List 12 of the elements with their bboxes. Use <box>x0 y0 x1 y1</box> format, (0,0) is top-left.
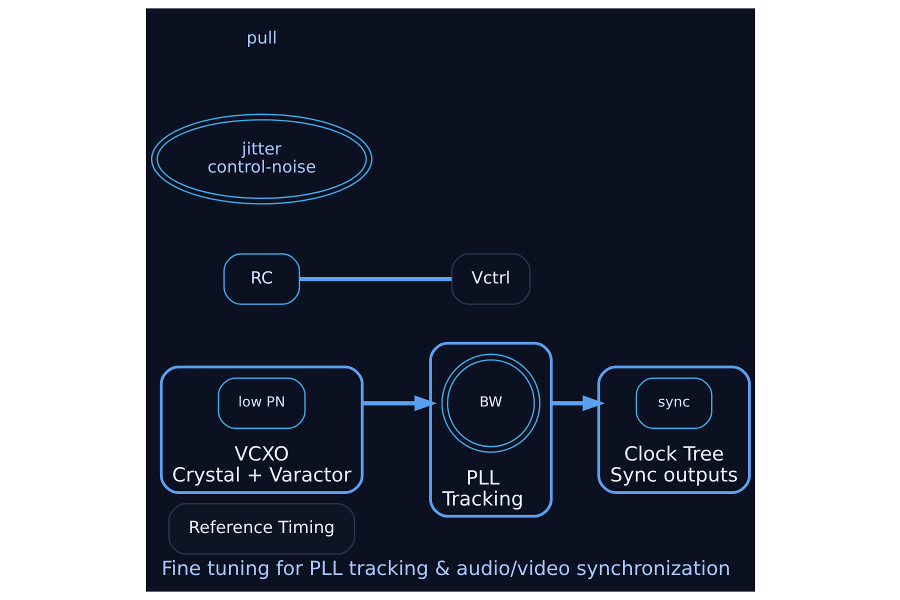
node-box: Reference Timing <box>168 503 355 555</box>
arrow <box>362 395 436 412</box>
arrow <box>550 395 605 412</box>
caption: Fine tuning for PLL tracking & audio/video synchronization <box>160 557 730 580</box>
node-circle: BW <box>440 354 540 453</box>
node-box: sync <box>635 377 712 430</box>
node-box: RC <box>222 253 300 305</box>
label: pull <box>246 27 277 48</box>
node-box: low PN <box>217 377 306 430</box>
node-ellipse: jitter control-noise <box>150 114 372 205</box>
connector <box>299 276 452 282</box>
node-box: Vctrl <box>450 253 530 305</box>
